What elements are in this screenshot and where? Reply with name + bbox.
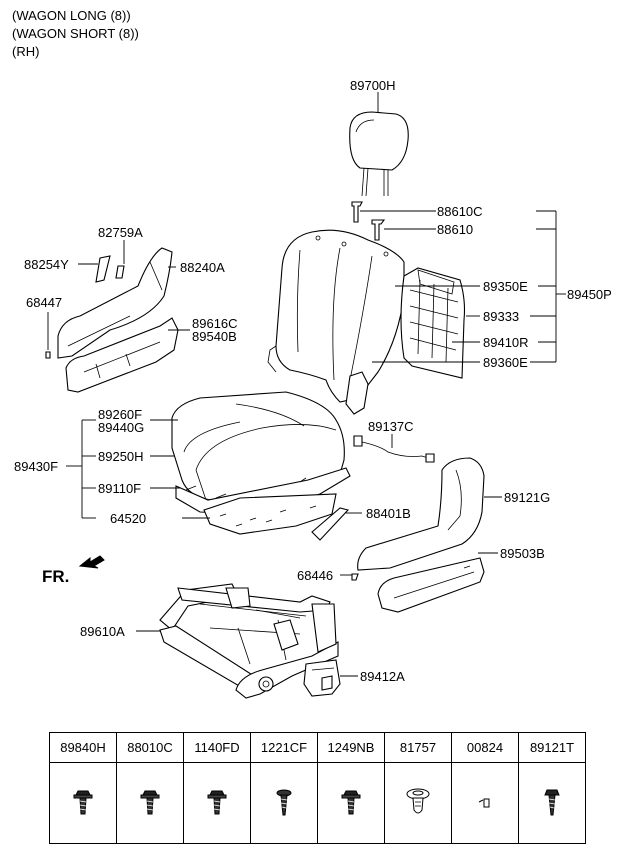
flange-bolt-icon bbox=[341, 790, 361, 814]
hardware-table-icon-row bbox=[49, 762, 586, 844]
flange-bolt-icon bbox=[73, 790, 93, 814]
callout-89137C: 89137C bbox=[368, 419, 414, 434]
callout-89440G: 89440G bbox=[98, 420, 144, 435]
callout-88610: 88610 bbox=[437, 222, 473, 237]
seat-back-drawing bbox=[267, 229, 405, 415]
strap-88401B-drawing bbox=[311, 507, 350, 541]
hardware-label: 81757 bbox=[384, 732, 452, 763]
hardware-cell bbox=[183, 762, 251, 844]
callout-89412A: 89412A bbox=[360, 669, 405, 684]
front-arrow-icon bbox=[78, 555, 105, 569]
hardware-label: 00824 bbox=[451, 732, 519, 763]
small-pin-icon bbox=[478, 798, 490, 807]
callout-89610A: 89610A bbox=[80, 624, 125, 639]
callout-89333: 89333 bbox=[483, 309, 519, 324]
hardware-label: 1221CF bbox=[250, 732, 318, 763]
hardware-cell bbox=[250, 762, 318, 844]
hardware-cell bbox=[384, 762, 452, 844]
hardware-label: 89840H bbox=[49, 732, 117, 763]
clip-68446-drawing bbox=[351, 573, 359, 581]
hardware-label: 1249NB bbox=[317, 732, 385, 763]
header-line-3: (RH) bbox=[12, 44, 40, 59]
headrest-guide-drawing bbox=[351, 201, 386, 241]
callout-89350E: 89350E bbox=[483, 279, 528, 294]
rh-side-shield-drawing bbox=[357, 457, 485, 571]
callout-89450P: 89450P bbox=[567, 287, 612, 302]
headrest-drawing bbox=[349, 111, 409, 197]
callout-82759A: 82759A bbox=[98, 225, 143, 240]
hardware-cell bbox=[451, 762, 519, 844]
cover-89412A-drawing bbox=[303, 659, 341, 697]
callout-64520: 64520 bbox=[110, 511, 146, 526]
hardware-label: 89121T bbox=[518, 732, 586, 763]
screw-icon bbox=[544, 789, 560, 815]
hardware-label: 1140FD bbox=[183, 732, 251, 763]
callout-89410R: 89410R bbox=[483, 335, 529, 350]
callout-89430F: 89430F bbox=[14, 459, 58, 474]
callout-88610C: 88610C bbox=[437, 204, 483, 219]
flange-bolt-icon bbox=[207, 790, 227, 814]
callout-89121G: 89121G bbox=[504, 490, 550, 505]
callout-89110F: 89110F bbox=[98, 481, 141, 496]
hardware-label: 88010C bbox=[116, 732, 184, 763]
cushion-frame-drawing bbox=[175, 467, 351, 515]
callout-88254Y: 88254Y bbox=[24, 257, 69, 272]
hardware-cell bbox=[518, 762, 586, 844]
seat-pad-drawing bbox=[203, 493, 337, 535]
hardware-cell bbox=[49, 762, 117, 844]
callout-68446: 68446 bbox=[297, 568, 333, 583]
callout-89503B: 89503B bbox=[500, 546, 545, 561]
push-clip-icon bbox=[406, 788, 430, 813]
clip-68447-drawing bbox=[45, 351, 51, 359]
screw-icon bbox=[276, 789, 292, 815]
rh-shield-lower-drawing bbox=[377, 557, 485, 613]
callout-88401B: 88401B bbox=[366, 506, 411, 521]
seat-track-frame-drawing bbox=[159, 583, 339, 699]
hardware-cell bbox=[317, 762, 385, 844]
callout-89540B: 89540B bbox=[192, 329, 237, 344]
hardware-cell bbox=[116, 762, 184, 844]
header-line-2: (WAGON SHORT (8)) bbox=[12, 26, 139, 41]
callout-68447: 68447 bbox=[26, 295, 62, 310]
callout-89250H: 89250H bbox=[98, 449, 144, 464]
callout-88240A: 88240A bbox=[180, 260, 225, 275]
flange-bolt-icon bbox=[140, 790, 160, 814]
side-shield-lower-drawing bbox=[65, 317, 179, 393]
hardware-table: 89840H 88010C 1140FD 1221CF 1249NB 81757… bbox=[49, 732, 586, 844]
callout-89700H: 89700H bbox=[350, 78, 396, 93]
harness-drawing bbox=[353, 435, 435, 463]
hardware-table-header-row: 89840H 88010C 1140FD 1221CF 1249NB 81757… bbox=[49, 732, 586, 763]
callout-89616C: 89616C bbox=[192, 316, 238, 331]
seat-back-panel-drawing bbox=[400, 267, 466, 379]
header-line-1: (WAGON LONG (8)) bbox=[12, 8, 131, 23]
front-label: FR. bbox=[42, 567, 69, 586]
side-shield-upper-drawing bbox=[57, 247, 173, 359]
callout-89360E: 89360E bbox=[483, 355, 528, 370]
callout-89260F: 89260F bbox=[98, 407, 142, 422]
